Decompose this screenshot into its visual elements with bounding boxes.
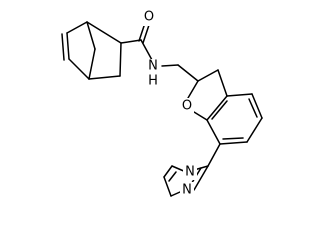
bond (206, 95, 228, 121)
aromatic-double-bond-line (211, 100, 228, 120)
bond (197, 69, 219, 82)
label-background (183, 164, 197, 180)
aromatic-double-bond-line (222, 137, 244, 140)
pyrimidine-nitrogen-label: N (185, 165, 195, 180)
bond (161, 64, 179, 67)
bond (119, 42, 122, 77)
amide-group (120, 22, 179, 67)
bond (226, 93, 253, 97)
double-bond-line (61, 33, 65, 61)
aromatic-double-bond-line (168, 171, 177, 182)
bond (177, 64, 199, 82)
atom-labels: O N H O N N (142, 10, 197, 198)
bond (193, 165, 209, 191)
bond (193, 111, 208, 121)
carbonyl-oxygen-label: O (144, 10, 154, 25)
amide-hydrogen-label: H (148, 74, 158, 89)
bond (86, 21, 122, 44)
label-background (180, 182, 194, 198)
amide-nitrogen-label: N (148, 59, 158, 74)
furan-oxygen-label: O (182, 99, 192, 114)
molecule-drawing: O N H O N N (61, 10, 263, 198)
dihydrobenzofuran-ring (177, 64, 263, 145)
double-bond-line (142, 24, 150, 44)
bond (66, 32, 70, 60)
bond (170, 191, 181, 197)
pyrimidine-nitrogen-label: N (182, 183, 192, 198)
label-background (146, 73, 160, 89)
bond (246, 117, 263, 143)
label-background (142, 10, 156, 26)
label-background (146, 59, 160, 75)
bond (217, 69, 228, 97)
label-background (180, 98, 194, 114)
norbornene-ring (61, 21, 122, 80)
bond (207, 143, 221, 167)
bond (206, 119, 221, 145)
bond (68, 58, 90, 80)
bond (86, 21, 96, 50)
bond (120, 39, 142, 44)
bond (88, 75, 121, 80)
bond (219, 141, 248, 145)
bond (140, 39, 153, 61)
bond (66, 21, 88, 34)
bond (163, 165, 173, 178)
aromatic-double-bond-line (248, 98, 258, 118)
bond (251, 93, 263, 119)
bond (88, 48, 96, 80)
structure-canvas: O N H O N N (61, 10, 263, 198)
bond (187, 80, 199, 99)
bond (163, 176, 172, 197)
